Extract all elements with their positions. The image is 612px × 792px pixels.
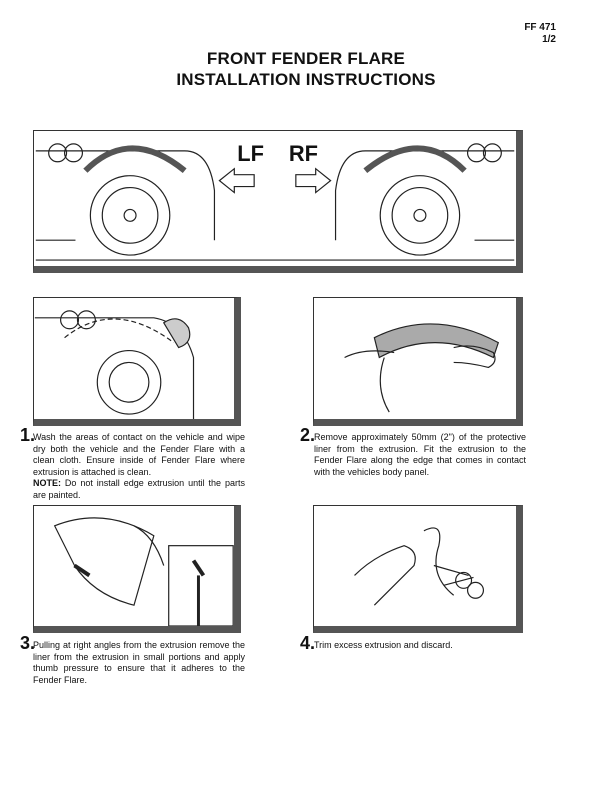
left-front-label: LF xyxy=(237,141,264,166)
step2-illustration xyxy=(313,297,523,426)
overview-illustration: LF RF xyxy=(33,130,523,273)
page-title: FRONT FENDER FLARE INSTALLATION INSTRUCTI… xyxy=(0,48,612,90)
title-line-2: INSTALLATION INSTRUCTIONS xyxy=(176,70,436,89)
note-label: NOTE: xyxy=(33,478,61,488)
step4-illustration xyxy=(313,505,523,633)
step3-illustration xyxy=(33,505,241,633)
step-text: Wash the areas of contact on the vehicle… xyxy=(33,432,245,477)
step-number: 2. xyxy=(300,425,316,445)
right-front-label: RF xyxy=(289,141,318,166)
step-number: 4. xyxy=(300,633,316,653)
part-number: FF 471 xyxy=(524,22,556,33)
step-number: 3. xyxy=(20,633,36,653)
title-line-1: FRONT FENDER FLARE xyxy=(206,49,406,68)
note-text: Do not install edge extrusion until the … xyxy=(33,478,245,500)
step-number: 1. xyxy=(20,425,36,445)
step-text: Trim excess extrusion and discard. xyxy=(314,640,453,650)
step-text: Pulling at right angles from the extrusi… xyxy=(33,640,245,685)
step1-illustration xyxy=(33,297,241,426)
page-number: 1/2 xyxy=(542,34,556,45)
step-text: Remove approximately 50mm (2") of the pr… xyxy=(314,432,526,477)
